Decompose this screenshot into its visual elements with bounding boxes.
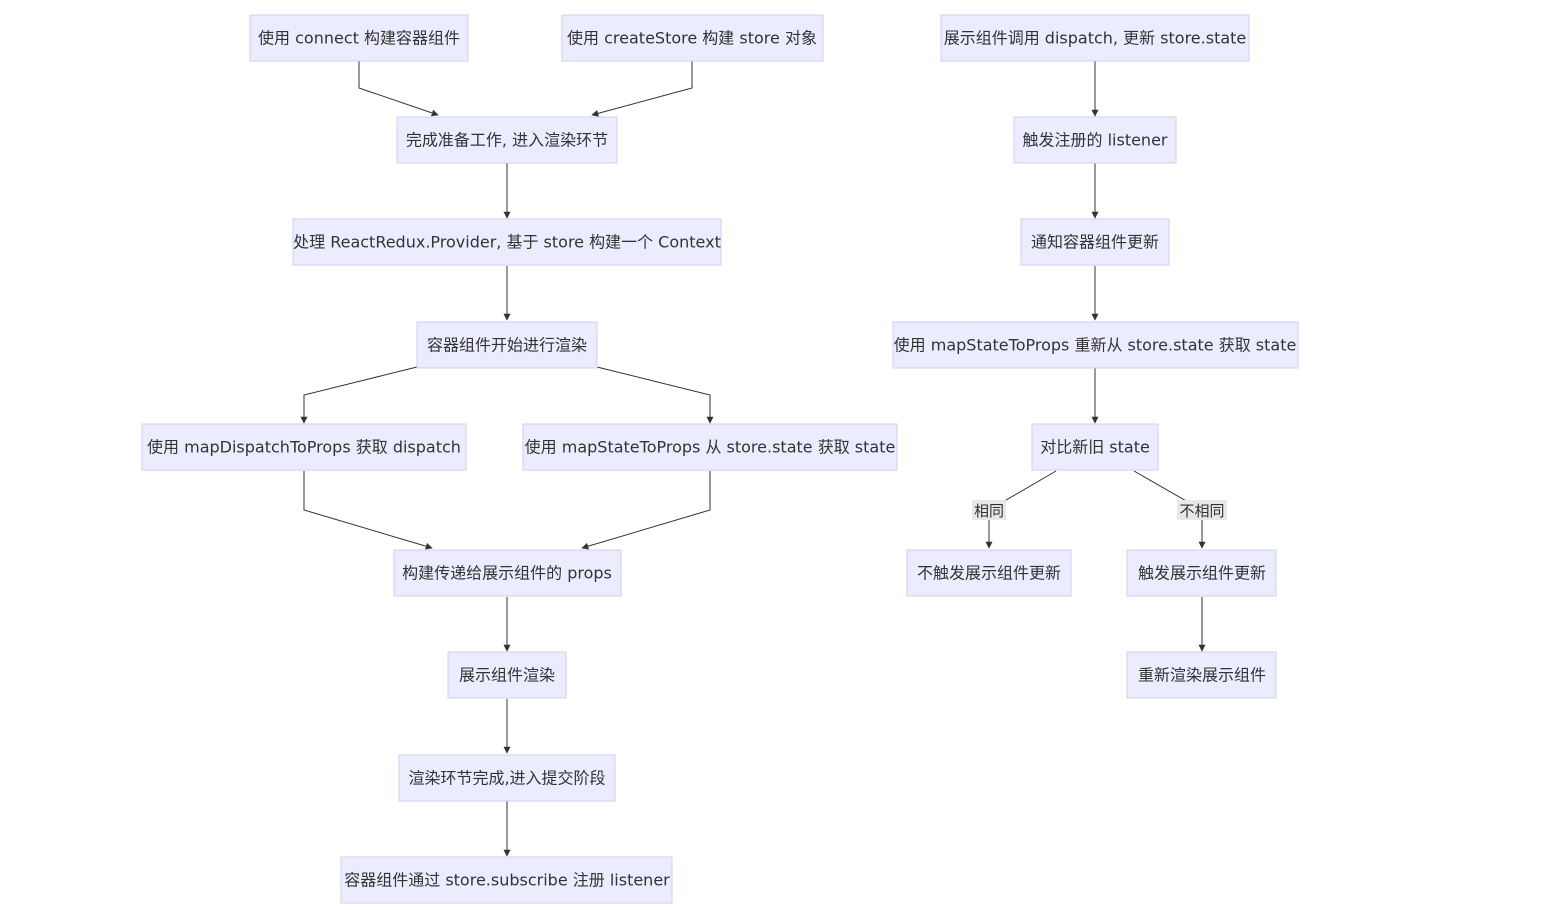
edge-mapstate-to-props <box>581 471 711 550</box>
edge-label-different-text: 不相同 <box>1179 502 1224 520</box>
node-subscribe-listener-label: 容器组件通过 store.subscribe 注册 listener <box>344 871 670 890</box>
node-provider-context: 处理 ReactRedux.Provider, 基于 store 构建一个 Co… <box>292 218 722 266</box>
node-trigger-listener-label: 触发注册的 listener <box>1023 131 1168 150</box>
edge-container-to-mapstate <box>596 366 714 424</box>
node-no-update-label: 不触发展示组件更新 <box>917 564 1061 583</box>
edge-mapdispatch-to-props <box>303 471 433 550</box>
node-rerender-label: 重新渲染展示组件 <box>1138 666 1266 685</box>
node-map-state-label: 使用 mapStateToProps 从 store.state 获取 stat… <box>525 438 896 457</box>
node-render-done-label: 渲染环节完成,进入提交阶段 <box>408 769 605 788</box>
node-remap-state: 使用 mapStateToProps 重新从 store.state 获取 st… <box>892 321 1299 369</box>
node-compare-state: 对比新旧 state <box>1031 423 1159 471</box>
edge-label-different: 不相同 <box>1177 500 1227 520</box>
node-display-render-label: 展示组件渲染 <box>459 666 555 685</box>
node-display-render: 展示组件渲染 <box>447 651 567 699</box>
node-prepare-render-label: 完成准备工作, 进入渲染环节 <box>406 131 608 150</box>
node-dispatch-update: 展示组件调用 dispatch, 更新 store.state <box>940 14 1250 62</box>
node-connect-container: 使用 connect 构建容器组件 <box>249 14 469 62</box>
node-build-props-label: 构建传递给展示组件的 props <box>402 564 612 583</box>
node-remap-state-label: 使用 mapStateToProps 重新从 store.state 获取 st… <box>894 336 1297 355</box>
edge-label-same: 相同 <box>972 500 1006 520</box>
node-notify-container-label: 通知容器组件更新 <box>1031 233 1159 252</box>
node-provider-context-label: 处理 ReactRedux.Provider, 基于 store 构建一个 Co… <box>293 233 721 252</box>
node-trigger-listener: 触发注册的 listener <box>1013 116 1177 164</box>
node-subscribe-listener: 容器组件通过 store.subscribe 注册 listener <box>340 856 673 904</box>
node-create-store: 使用 createStore 构建 store 对象 <box>561 14 824 62</box>
node-map-dispatch: 使用 mapDispatchToProps 获取 dispatch <box>141 423 467 471</box>
node-build-props: 构建传递给展示组件的 props <box>393 549 622 597</box>
node-rerender: 重新渲染展示组件 <box>1126 651 1277 699</box>
node-create-store-label: 使用 createStore 构建 store 对象 <box>567 29 817 48</box>
edge-label-same-text: 相同 <box>974 502 1004 520</box>
node-trigger-update-label: 触发展示组件更新 <box>1138 564 1266 583</box>
node-map-dispatch-label: 使用 mapDispatchToProps 获取 dispatch <box>147 438 461 457</box>
edge-connect-to-prepare <box>358 61 439 117</box>
node-no-update: 不触发展示组件更新 <box>906 549 1072 597</box>
node-connect-container-label: 使用 connect 构建容器组件 <box>258 29 460 48</box>
node-render-done: 渲染环节完成,进入提交阶段 <box>398 754 616 802</box>
node-prepare-render: 完成准备工作, 进入渲染环节 <box>396 116 618 164</box>
edge-container-to-mapdispatch <box>300 366 418 424</box>
node-compare-state-label: 对比新旧 state <box>1040 438 1150 457</box>
node-dispatch-update-label: 展示组件调用 dispatch, 更新 store.state <box>944 29 1247 48</box>
node-notify-container: 通知容器组件更新 <box>1020 218 1170 266</box>
edge-createstore-to-prepare <box>591 61 693 117</box>
node-trigger-update: 触发展示组件更新 <box>1126 549 1277 597</box>
node-container-render: 容器组件开始进行渲染 <box>416 321 598 369</box>
node-container-render-label: 容器组件开始进行渲染 <box>427 336 587 355</box>
node-map-state: 使用 mapStateToProps 从 store.state 获取 stat… <box>522 423 898 471</box>
